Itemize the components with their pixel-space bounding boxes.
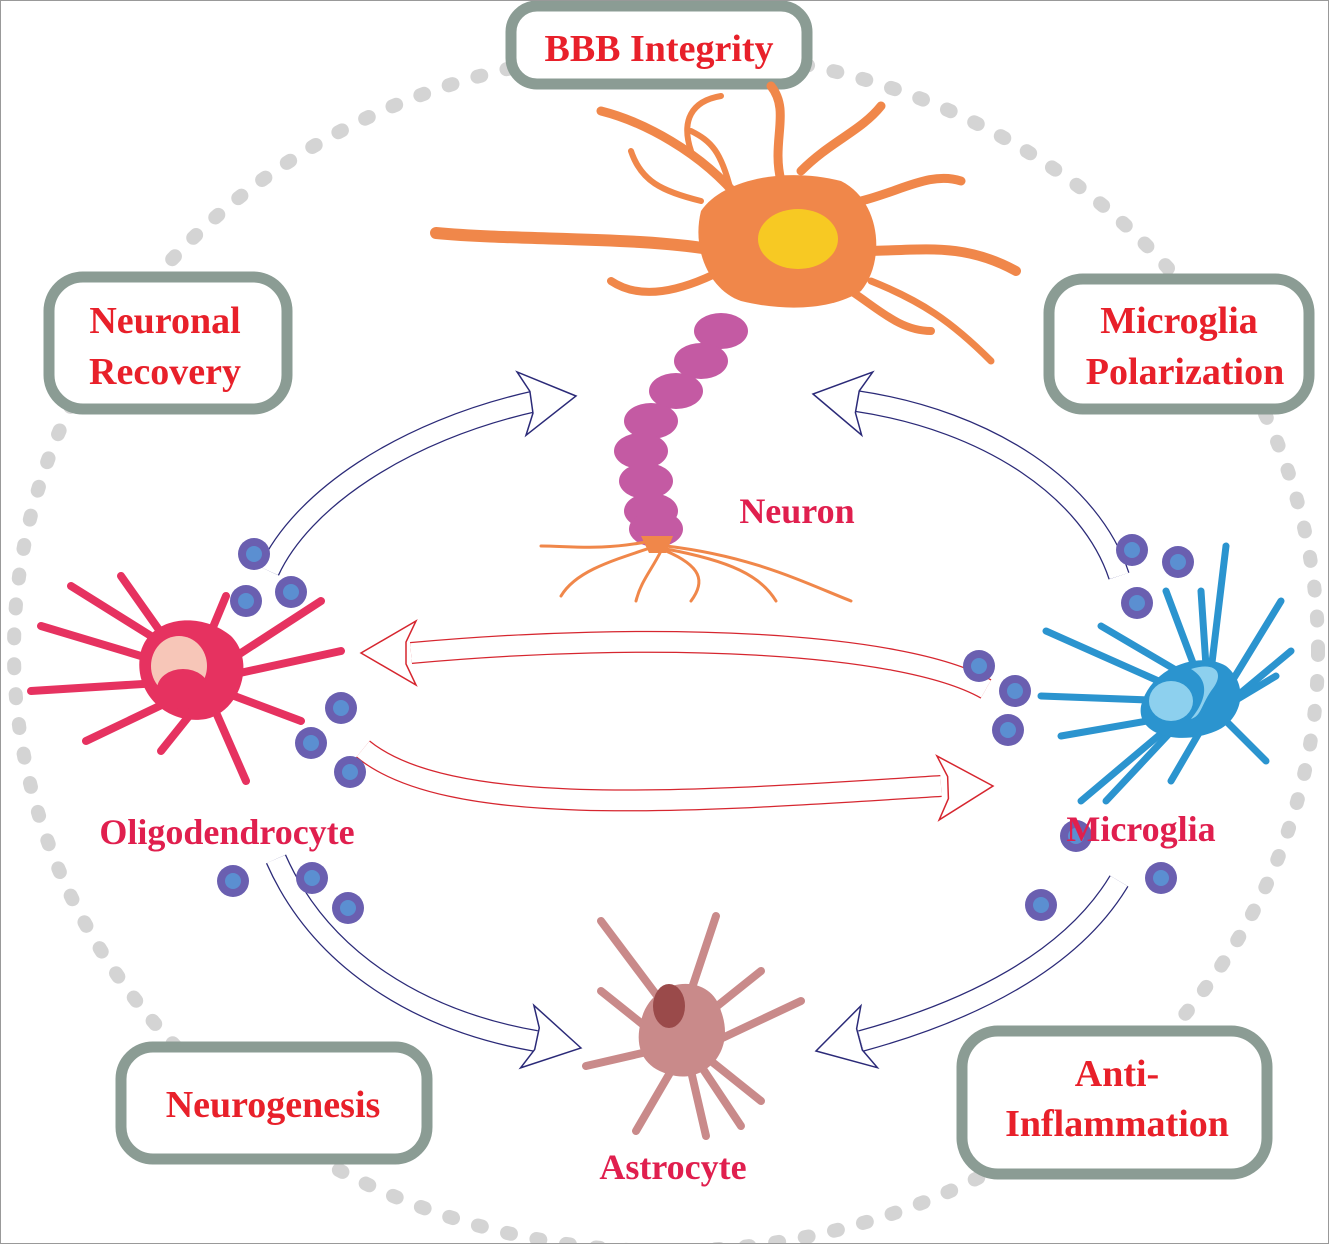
- vesicle: [295, 727, 327, 759]
- box-label: Neurogenesis: [166, 1084, 381, 1126]
- axon-segment: [614, 433, 668, 469]
- vesicle: [1060, 820, 1092, 852]
- vesicle: [1116, 534, 1148, 566]
- axon-segment: [694, 313, 748, 349]
- box-label: Neuronal: [89, 300, 240, 342]
- box-label: Recovery: [89, 351, 241, 393]
- box-label: Inflammation: [1005, 1103, 1229, 1145]
- vesicle: [992, 714, 1024, 746]
- vesicle: [332, 892, 364, 924]
- vesicle: [1162, 546, 1194, 578]
- arrow-oligodendrocyte-to-astrocyte: [265, 854, 583, 1070]
- arrow-oligodendrocyte-to-neuron: [258, 370, 578, 576]
- vesicle: [325, 692, 357, 724]
- vesicle: [334, 756, 366, 788]
- arrow-microglia-to-oligodendrocyte: [359, 619, 992, 699]
- microglia-cell: [1037, 542, 1295, 805]
- astrocyte-cell: [582, 912, 805, 1140]
- axon-segment: [619, 463, 673, 499]
- vesicle: [217, 865, 249, 897]
- vesicle: [275, 576, 307, 608]
- box-anti-inflammation: Anti- Inflammation: [956, 1025, 1273, 1180]
- axon-segment: [624, 403, 678, 439]
- box-label: BBB Integrity: [544, 28, 773, 70]
- neuron-cell: [430, 81, 1021, 603]
- box-bbb-integrity: BBB Integrity: [505, 1, 813, 90]
- vesicle: [296, 862, 328, 894]
- axon-segment: [674, 343, 728, 379]
- vesicle: [1025, 889, 1057, 921]
- vesicle: [1121, 587, 1153, 619]
- vesicle: [963, 650, 995, 682]
- vesicle: [999, 675, 1031, 707]
- box-label: Polarization: [1086, 351, 1284, 393]
- axon-segment: [649, 373, 703, 409]
- box-label: Microglia: [1100, 300, 1258, 342]
- arrow-microglia-to-neuron: [811, 370, 1130, 580]
- vesicle: [230, 585, 262, 617]
- arrow-microglia-to-astrocyte: [814, 875, 1129, 1070]
- label-oligodendrocyte: Oligodendrocyte: [99, 812, 354, 852]
- arrow-oligodendrocyte-to-microglia: [356, 740, 995, 822]
- vesicle: [238, 538, 270, 570]
- label-astrocyte: Astrocyte: [599, 1147, 746, 1187]
- vesicle: [1145, 862, 1177, 894]
- label-neuron: Neuron: [739, 491, 854, 531]
- oligodendrocyte-cell: [27, 572, 345, 785]
- neuron-nucleus: [758, 209, 838, 269]
- box-microglia-polarization: Microglia Polarization: [1043, 273, 1315, 415]
- box-label: Anti-: [1075, 1053, 1159, 1095]
- box-neuronal-recovery: Neuronal Recovery: [43, 271, 293, 415]
- label-microglia: Microglia: [1066, 809, 1215, 849]
- box-neurogenesis: Neurogenesis: [115, 1041, 433, 1165]
